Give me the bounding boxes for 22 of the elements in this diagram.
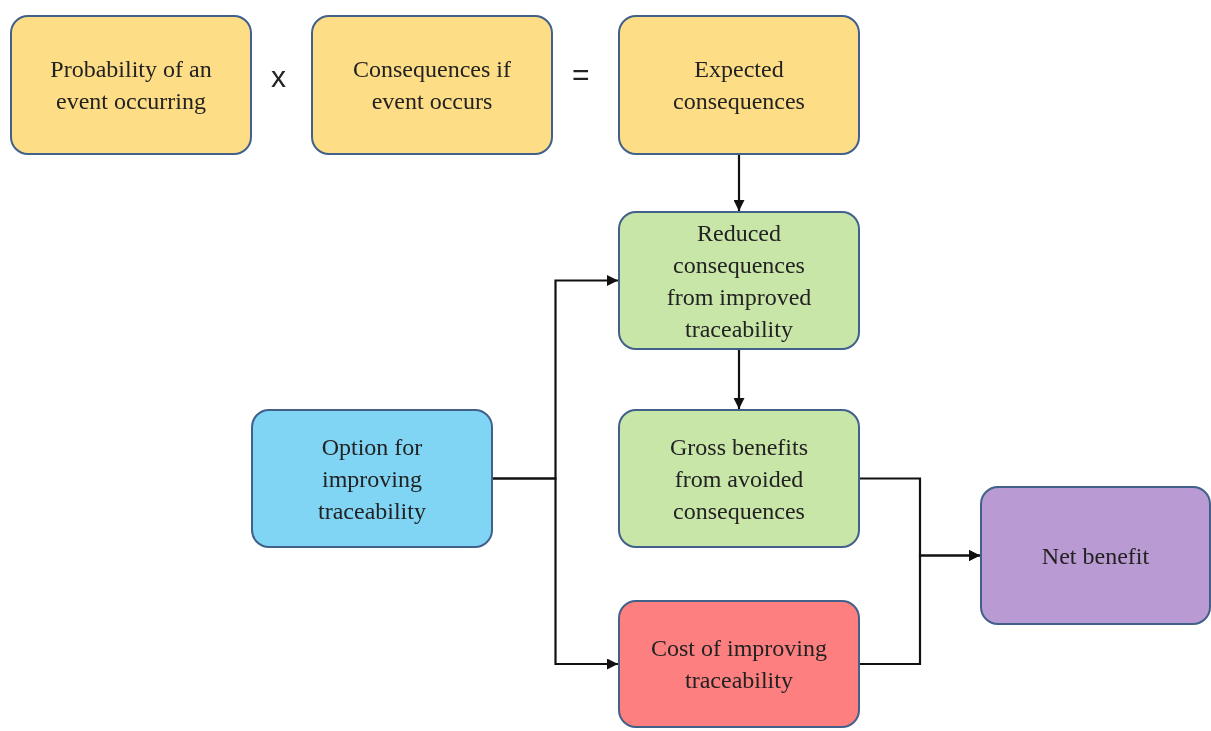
- arrow: [493, 477, 618, 670]
- process-box: [980, 486, 1211, 625]
- process-box: [618, 600, 860, 728]
- box-text: Reduced consequences from improved traceability: [665, 218, 813, 344]
- arrow: [733, 350, 745, 409]
- process-box: [311, 15, 553, 155]
- process-box: [618, 211, 860, 350]
- process-box: [618, 15, 860, 155]
- box-text: Cost of improving traceability: [650, 634, 828, 695]
- operator-symbol: x: [271, 62, 286, 92]
- arrow: [860, 550, 980, 666]
- box-text: Consequences if event occurs: [352, 55, 512, 116]
- box-text: Net benefit: [1041, 541, 1150, 571]
- box-text: Gross benefits from avoided consequences: [669, 432, 809, 526]
- process-box: [618, 409, 860, 548]
- box-text: Probability of an event occurring: [49, 55, 213, 116]
- process-box: [251, 409, 493, 548]
- box-text: Option for improving traceability: [317, 432, 427, 526]
- operator-symbol: =: [572, 60, 590, 90]
- box-text: Expected consequences: [672, 55, 806, 116]
- process-box: [10, 15, 252, 155]
- arrow: [733, 155, 745, 211]
